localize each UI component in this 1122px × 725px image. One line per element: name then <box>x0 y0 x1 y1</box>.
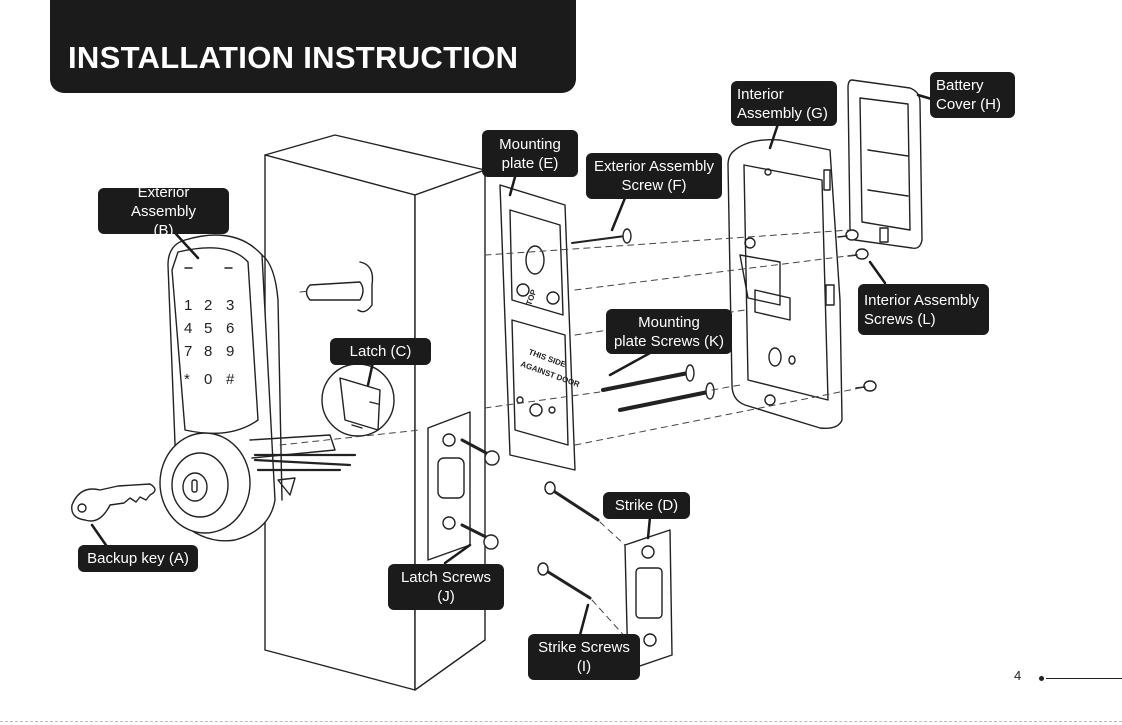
page-title: INSTALLATION INSTRUCTION <box>68 40 519 75</box>
tailpiece <box>305 261 374 313</box>
keypad-key: 1 <box>184 297 192 314</box>
label-exterior-assembly: Exterior Assembly (B) <box>98 184 229 239</box>
latch-screws <box>460 438 500 550</box>
interior-assembly <box>727 139 843 430</box>
label-battery-cover: Battery Cover (H) <box>930 72 1015 118</box>
keypad-key: 9 <box>226 343 234 360</box>
interior-assembly-screws <box>837 229 877 392</box>
keypad-key: 7 <box>184 343 192 360</box>
keypad-key: 6 <box>226 320 234 337</box>
label-mounting-plate: Mounting plate (E) <box>482 130 578 177</box>
label-strike: Strike (D) <box>603 492 690 519</box>
exterior-assembly <box>159 234 357 542</box>
title-banner <box>50 0 576 93</box>
label-latch: Latch (C) <box>330 338 431 365</box>
keypad-key: 2 <box>204 297 212 314</box>
page-rule <box>1046 678 1122 679</box>
mounting-plate-screws <box>601 364 715 412</box>
bottom-cut-line <box>0 721 1122 722</box>
backup-key <box>71 483 156 522</box>
keypad-key: 3 <box>226 297 234 314</box>
keypad-key: 0 <box>204 371 212 388</box>
exterior-assembly-screw <box>571 228 632 244</box>
keypad-key: 5 <box>204 320 212 337</box>
label-backup-key: Backup key (A) <box>78 545 198 572</box>
keypad-key: # <box>226 371 235 388</box>
page-dot <box>1039 676 1044 681</box>
keypad-key: 8 <box>204 343 212 360</box>
page-number: 4 <box>1014 668 1022 683</box>
label-latch-screws: Latch Screws (J) <box>388 564 504 610</box>
label-exterior-assembly-screw: Exterior Assembly Screw (F) <box>586 153 722 199</box>
latch-plate <box>427 411 471 561</box>
keypad-key: * <box>184 371 190 388</box>
strike-screws <box>537 481 600 600</box>
label-mounting-plate-screws: Mounting plate Screws (K) <box>606 309 732 354</box>
label-strike-screws: Strike Screws (I) <box>528 634 640 680</box>
mounting-plate <box>499 184 576 471</box>
label-interior-assembly: Interior Assembly (G) <box>731 81 837 126</box>
battery-cover <box>847 79 923 250</box>
keypad-key: 4 <box>184 320 192 337</box>
label-interior-assembly-screws: Interior Assembly Screws (L) <box>858 284 989 335</box>
